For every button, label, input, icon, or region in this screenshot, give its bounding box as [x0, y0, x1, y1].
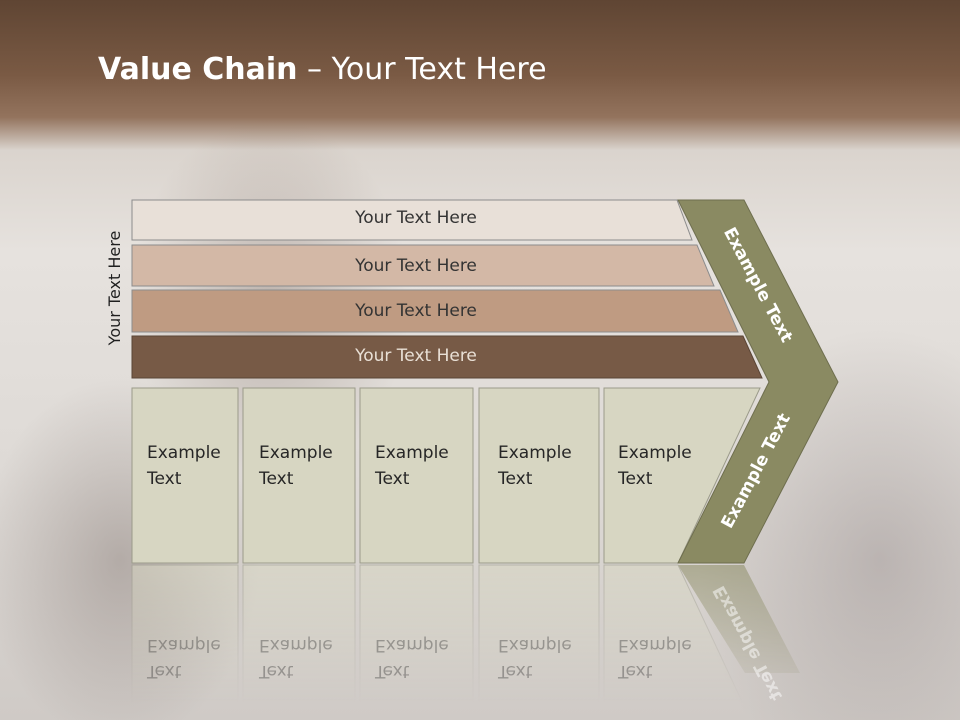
bar-4-shape	[131, 335, 763, 379]
box-2-line2: Text	[259, 469, 294, 489]
bar-3-label: Your Text Here	[355, 301, 477, 321]
box-1-line2: Text	[147, 469, 182, 489]
box-1-label: Example Text	[147, 440, 221, 492]
box-3-line1: Example	[375, 443, 449, 463]
box-2-line1: Example	[259, 443, 333, 463]
bar-1-label: Your Text Here	[355, 208, 477, 228]
box-1-shape	[131, 387, 239, 564]
box-3-label: Example Text	[375, 440, 449, 492]
box-4-line1: Example	[498, 443, 572, 463]
bar-4-label: Your Text Here	[355, 346, 477, 366]
box-3-line2: Text	[375, 469, 410, 489]
title-band	[0, 0, 960, 150]
bar-2-label: Your Text Here	[355, 256, 477, 276]
chevron-shape	[677, 199, 839, 564]
box-4-shape	[478, 387, 600, 564]
bar-1-shape	[131, 199, 693, 241]
box-5-line2: Text	[618, 469, 653, 489]
slide-title: Value Chain – Your Text Here	[98, 52, 547, 96]
reflection	[131, 564, 800, 720]
box-3-shape	[359, 387, 474, 564]
title-bold: Value Chain	[98, 52, 298, 87]
box-1-line1: Example	[147, 443, 221, 463]
bar-2-shape	[131, 244, 715, 287]
box-4-line2: Text	[498, 469, 533, 489]
box-5-line1: Example	[618, 443, 692, 463]
box-2-shape	[242, 387, 356, 564]
box-4-label: Example Text	[498, 440, 572, 492]
title-rest: – Your Text Here	[297, 52, 547, 87]
bar-3-shape	[131, 289, 739, 333]
box-2-label: Example Text	[259, 440, 333, 492]
box-5-label: Example Text	[618, 440, 692, 492]
